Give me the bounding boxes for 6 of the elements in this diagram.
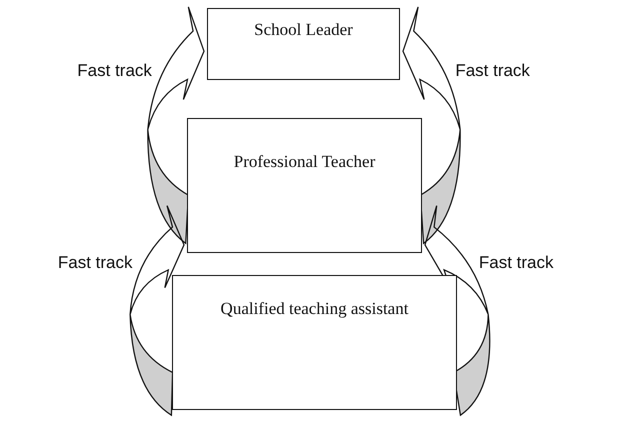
role-title: Qualified teaching assistant — [220, 298, 410, 320]
role-box — [187, 118, 422, 253]
role-box — [207, 8, 400, 80]
role-box — [172, 275, 457, 410]
role-title: Professional Teacher — [232, 151, 376, 173]
role-title: School Leader — [253, 19, 354, 41]
